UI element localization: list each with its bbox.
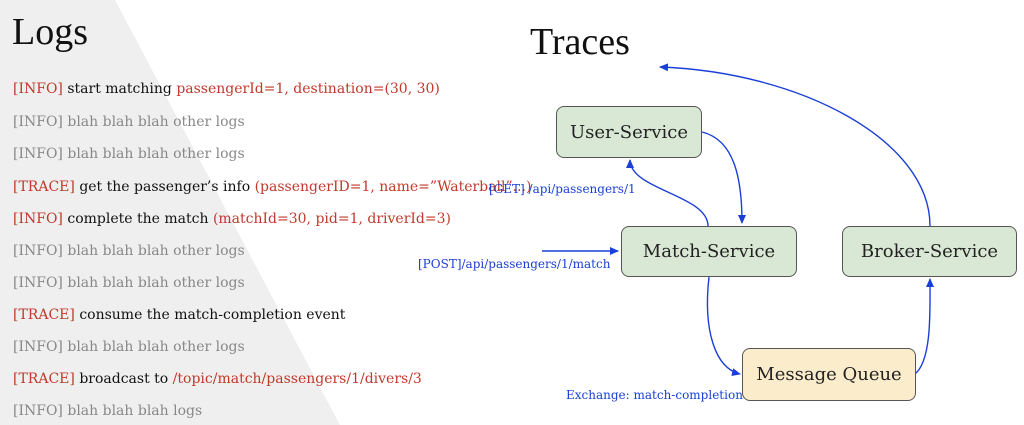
log-level-tag: [INFO] bbox=[13, 81, 63, 97]
log-level-tag: [INFO] bbox=[13, 243, 63, 259]
log-level-tag: [INFO] bbox=[13, 339, 63, 355]
log-level-tag: [INFO] bbox=[13, 114, 63, 130]
log-line: [TRACE] broadcast to /topic/match/passen… bbox=[13, 371, 422, 387]
edge-queue-to-broker bbox=[914, 278, 935, 375]
log-line: [INFO] start matching passengerId=1, des… bbox=[13, 81, 440, 97]
log-message: blah blah blah other logs bbox=[67, 275, 245, 291]
edge-broker-to-traces bbox=[659, 63, 931, 227]
log-level-tag: [TRACE] bbox=[13, 307, 75, 323]
log-message: complete the match bbox=[67, 211, 209, 227]
log-detail: passengerId=1, destination=(30, 30) bbox=[176, 81, 440, 97]
log-detail: /topic/match/passengers/1/divers/3 bbox=[172, 371, 422, 387]
log-line: [INFO] blah blah blah other logs bbox=[13, 339, 245, 355]
logs-title: Logs bbox=[12, 11, 88, 53]
log-line: [INFO] blah blah blah logs bbox=[13, 403, 202, 419]
log-message: blah blah blah other logs bbox=[67, 339, 245, 355]
log-message: consume the match-completion event bbox=[79, 307, 346, 323]
get-passenger-label: [GET] /api/passengers/1 bbox=[489, 182, 636, 196]
log-line: [INFO] blah blah blah other logs bbox=[13, 275, 245, 291]
match-service-node: Match-Service bbox=[621, 226, 797, 277]
log-message: blah blah blah other logs bbox=[67, 243, 245, 259]
user-service-node: User-Service bbox=[556, 106, 702, 158]
log-line: [TRACE] consume the match-completion eve… bbox=[13, 307, 345, 323]
log-level-tag: [INFO] bbox=[13, 211, 63, 227]
broker-service-node: Broker-Service bbox=[842, 226, 1017, 277]
log-message: blah blah blah other logs bbox=[67, 146, 245, 162]
traces-title: Traces bbox=[530, 21, 630, 63]
post-match-label: [POST]/api/passengers/1/match bbox=[418, 257, 611, 271]
log-level-tag: [TRACE] bbox=[13, 371, 75, 387]
log-message: get the passenger’s info bbox=[79, 179, 251, 195]
log-line: [INFO] blah blah blah other logs bbox=[13, 114, 245, 130]
log-message: start matching bbox=[67, 81, 172, 97]
log-detail: (matchId=30, pid=1, driverId=3) bbox=[212, 211, 451, 227]
edge-user-to-match bbox=[701, 131, 746, 224]
message-queue-node: Message Queue bbox=[742, 348, 916, 401]
log-level-tag: [INFO] bbox=[13, 275, 63, 291]
log-message: blah blah blah logs bbox=[67, 403, 203, 419]
edge-match-to-queue bbox=[706, 276, 741, 377]
log-line: [INFO] complete the match (matchId=30, p… bbox=[13, 211, 451, 227]
edge-match-to-user bbox=[626, 159, 709, 227]
log-line: [INFO] blah blah blah other logs bbox=[13, 243, 245, 259]
log-detail: (passengerID=1, name=”Waterball”...) bbox=[254, 179, 532, 195]
log-level-tag: [INFO] bbox=[13, 403, 63, 419]
log-message: blah blah blah other logs bbox=[67, 114, 245, 130]
exchange-label: Exchange: match-completion bbox=[566, 388, 743, 402]
log-line: [INFO] blah blah blah other logs bbox=[13, 146, 245, 162]
log-level-tag: [TRACE] bbox=[13, 179, 75, 195]
log-line: [TRACE] get the passenger’s info (passen… bbox=[13, 179, 531, 195]
log-level-tag: [INFO] bbox=[13, 146, 63, 162]
log-message: broadcast to bbox=[79, 371, 169, 387]
